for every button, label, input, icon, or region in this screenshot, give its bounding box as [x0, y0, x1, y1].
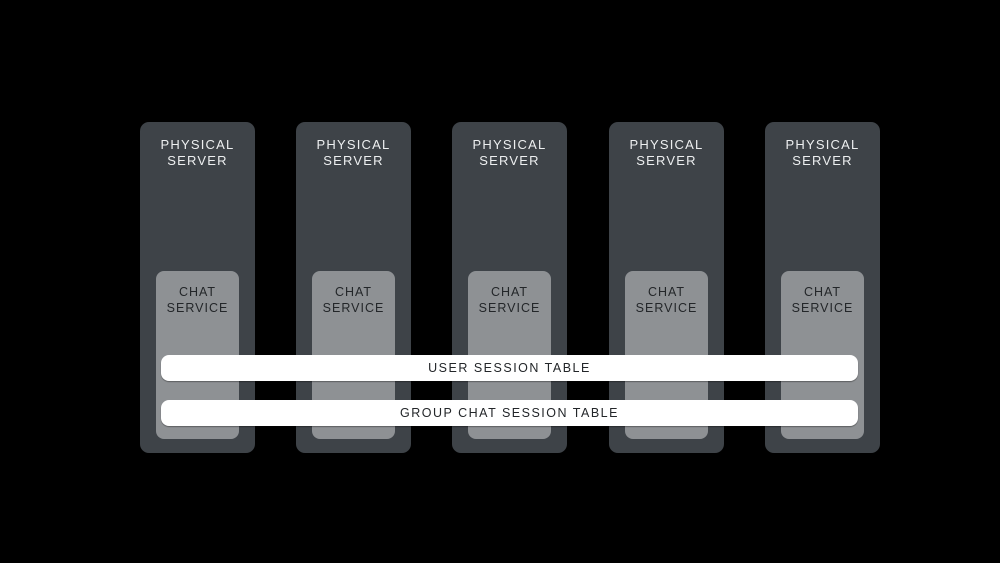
- user-session-table-bar: USER SESSION TABLE: [161, 355, 858, 381]
- physical-server-box: PHYSICAL SERVER CHAT SERVICE: [140, 122, 255, 453]
- chat-service-label: CHAT SERVICE: [166, 285, 229, 315]
- user-session-table-label: USER SESSION TABLE: [428, 361, 591, 375]
- chat-service-label: CHAT SERVICE: [791, 285, 854, 315]
- physical-server-label: PHYSICAL SERVER: [160, 137, 235, 168]
- physical-server-label: PHYSICAL SERVER: [785, 137, 860, 168]
- group-chat-session-table-label: GROUP CHAT SESSION TABLE: [400, 406, 619, 420]
- chat-service-label: CHAT SERVICE: [635, 285, 698, 315]
- chat-service-label: CHAT SERVICE: [478, 285, 541, 315]
- physical-server-label: PHYSICAL SERVER: [472, 137, 547, 168]
- physical-server-label: PHYSICAL SERVER: [316, 137, 391, 168]
- chat-service-label: CHAT SERVICE: [322, 285, 385, 315]
- group-chat-session-table-bar: GROUP CHAT SESSION TABLE: [161, 400, 858, 426]
- physical-server-label: PHYSICAL SERVER: [629, 137, 704, 168]
